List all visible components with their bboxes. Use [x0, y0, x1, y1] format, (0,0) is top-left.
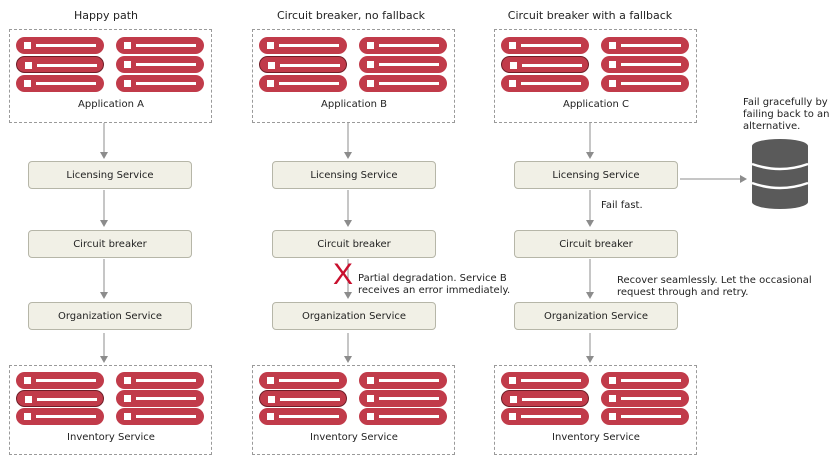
- application-b-server-group: Application B: [252, 29, 455, 123]
- server-icon: [601, 37, 689, 54]
- server-icon: [601, 408, 689, 425]
- inventory-c-server-group: Inventory Service: [494, 365, 697, 455]
- application-b-label: Application B: [321, 99, 387, 110]
- circuit-breaker-b: Circuit breaker: [272, 230, 436, 258]
- fallback-note: Fail gracefully by failing back to an al…: [743, 97, 829, 133]
- server-icon: [359, 56, 447, 73]
- inventory-b-server-group: Inventory Service: [252, 365, 455, 455]
- database-icon: [751, 139, 809, 209]
- server-icon: [259, 37, 347, 54]
- server-icon: [501, 37, 589, 54]
- application-c-label: Application C: [562, 99, 630, 110]
- circuit-breaker-c: Circuit breaker: [514, 230, 678, 258]
- application-a-label: Application A: [78, 99, 144, 110]
- server-icon: [501, 390, 589, 407]
- server-icon: [359, 390, 447, 407]
- fallback-note-line-1: Fail gracefully by: [743, 97, 828, 108]
- server-icon: [501, 75, 589, 92]
- server-icon: [359, 408, 447, 425]
- fallback-note-line-3: alternative.: [743, 121, 801, 132]
- recover-note-line-1: Recover seamlessly. Let the occasional: [617, 275, 812, 286]
- server-icon: [116, 75, 204, 92]
- server-icon: [259, 408, 347, 425]
- server-icon: [359, 75, 447, 92]
- licensing-service-b: Licensing Service: [272, 161, 436, 189]
- organization-service-c: Organization Service: [514, 302, 678, 330]
- server-icon: [116, 372, 204, 389]
- recover-note: Recover seamlessly. Let the occasional r…: [617, 275, 812, 299]
- application-c-server-group: Application C: [494, 29, 697, 123]
- server-icon: [116, 390, 204, 407]
- organization-service-b: Organization Service: [272, 302, 436, 330]
- organization-service-a: Organization Service: [28, 302, 192, 330]
- degradation-note-line-1: Partial degradation. Service B: [358, 273, 507, 284]
- inventory-a-server-group: Inventory Service: [9, 365, 212, 455]
- licensing-service-a: Licensing Service: [28, 161, 192, 189]
- server-icon: [16, 408, 104, 425]
- server-icon: [116, 56, 204, 73]
- fallback-note-line-2: failing back to an: [743, 109, 830, 120]
- circuit-breaker-a: Circuit breaker: [28, 230, 192, 258]
- column-title-no-fallback: Circuit breaker, no fallback: [276, 9, 426, 22]
- column-title-happy-path: Happy path: [74, 9, 138, 22]
- server-icon: [16, 390, 104, 407]
- column-title-with-fallback: Circuit breaker with a fallback: [507, 9, 673, 22]
- server-icon: [16, 56, 104, 73]
- server-icon: [116, 408, 204, 425]
- server-icon: [259, 75, 347, 92]
- server-icon: [16, 372, 104, 389]
- recover-note-line-2: request through and retry.: [617, 287, 749, 298]
- failure-x-icon: X: [333, 258, 354, 291]
- server-icon: [601, 372, 689, 389]
- server-icon: [601, 75, 689, 92]
- degradation-note-line-2: receives an error immediately.: [358, 285, 511, 296]
- server-icon: [359, 372, 447, 389]
- server-icon: [16, 37, 104, 54]
- fail-fast-note: Fail fast.: [601, 200, 643, 211]
- inventory-b-label: Inventory Service: [310, 432, 398, 443]
- server-icon: [116, 37, 204, 54]
- server-icon: [501, 56, 589, 73]
- licensing-service-c: Licensing Service: [514, 161, 678, 189]
- server-icon: [16, 75, 104, 92]
- inventory-a-label: Inventory Service: [67, 432, 155, 443]
- server-icon: [601, 56, 689, 73]
- application-a-server-group: Application A: [9, 29, 212, 123]
- server-icon: [501, 372, 589, 389]
- inventory-c-label: Inventory Service: [552, 432, 640, 443]
- degradation-note: Partial degradation. Service B receives …: [358, 273, 510, 297]
- server-icon: [259, 372, 347, 389]
- server-icon: [601, 390, 689, 407]
- server-icon: [259, 56, 347, 73]
- server-icon: [501, 408, 589, 425]
- server-icon: [359, 37, 447, 54]
- server-icon: [259, 390, 347, 407]
